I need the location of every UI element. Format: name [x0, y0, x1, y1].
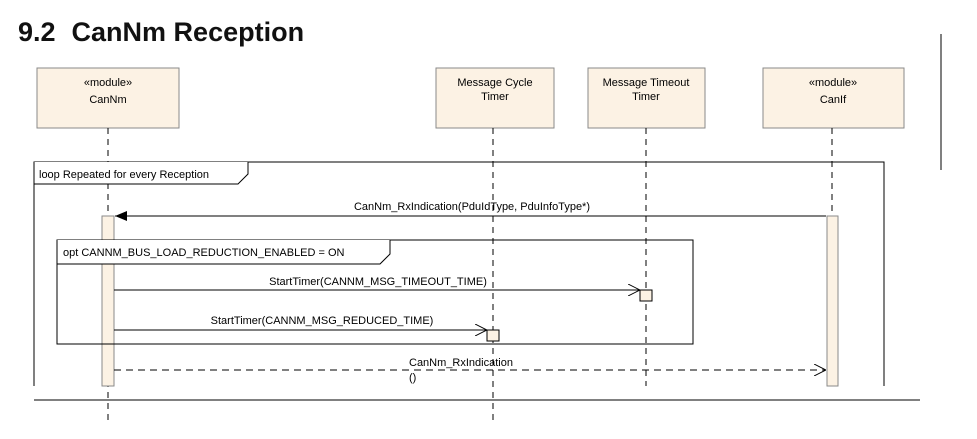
lifeline-canif: «module» CanIf [762, 67, 905, 386]
opt-label: opt CANNM_BUS_LOAD_REDUCTION_ENABLED = O… [63, 247, 345, 259]
loop-fragment: loop Repeated for every Reception [33, 161, 885, 386]
message-rxindication-return: CanNm_RxIndication () [114, 357, 826, 384]
lifeline-head-mtt [587, 67, 706, 129]
lifeline-stereotype: «module» [809, 77, 857, 89]
message-rxindication-call: CanNm_RxIndication(PduIdType, PduInfoTyp… [115, 201, 826, 221]
message-start-reduced-timer: StartTimer(CANNM_MSG_REDUCED_TIME) [114, 315, 500, 342]
opt-fragment: opt CANNM_BUS_LOAD_REDUCTION_ENABLED = O… [56, 239, 694, 345]
page-title: 9.2 CanNm Reception [18, 17, 304, 48]
message-start-timeout-timer: StartTimer(CANNM_MSG_TIMEOUT_TIME) [114, 276, 653, 302]
opt-label-tab [56, 240, 391, 265]
lifeline-name: CanNm [89, 94, 126, 106]
loop-label-tab [33, 162, 249, 185]
lifeline-cannm: «module» CanNm [36, 67, 180, 420]
lifeline-name-line1: Message Timeout [603, 77, 690, 89]
timer-activation-mct [486, 329, 500, 342]
lifeline-message-cycle-timer: Message Cycle Timer [435, 67, 555, 420]
loop-frame [33, 161, 885, 386]
lifeline-name: CanIf [820, 94, 847, 106]
lifeline-head-canif [762, 67, 905, 129]
message-return-value: () [409, 372, 416, 384]
message-label: CanNm_RxIndication [409, 357, 513, 369]
lifeline-name-line2: Timer [632, 91, 660, 103]
loop-label: loop Repeated for every Reception [39, 169, 209, 181]
message-label: StartTimer(CANNM_MSG_TIMEOUT_TIME) [269, 276, 487, 288]
lifeline-name-line1: Message Cycle [457, 77, 532, 89]
lifeline-message-timeout-timer: Message Timeout Timer [587, 67, 706, 386]
section-number: 9.2 [18, 17, 56, 47]
lifeline-head-mct [435, 67, 555, 129]
timer-activation-mtt [639, 289, 653, 302]
message-label: StartTimer(CANNM_MSG_REDUCED_TIME) [211, 315, 434, 327]
section-title: CanNm Reception [71, 17, 305, 47]
activation-bar-canif [826, 215, 839, 387]
lifeline-stereotype: «module» [84, 77, 132, 89]
message-label: CanNm_RxIndication(PduIdType, PduInfoTyp… [354, 201, 590, 213]
lifeline-name-line2: Timer [481, 91, 509, 103]
